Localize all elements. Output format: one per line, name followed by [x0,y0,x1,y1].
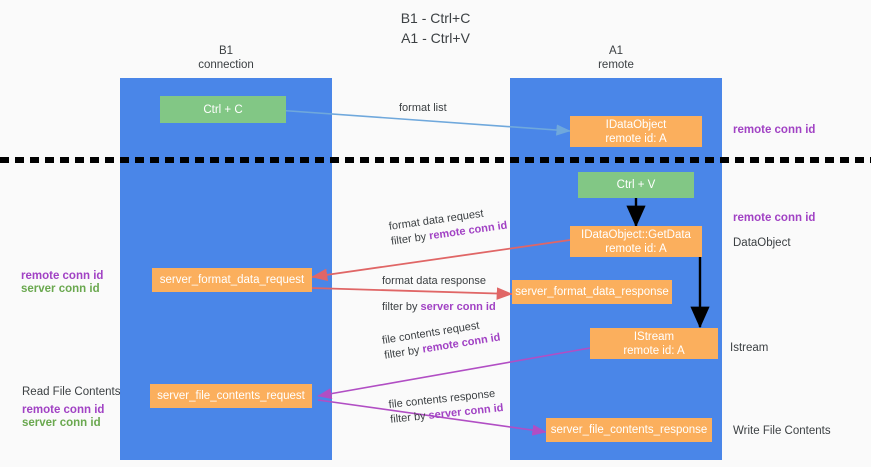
divider-dashed-line [0,157,871,163]
annotation-left-server-conn-id: server conn id [21,283,100,295]
annotation-read-file-contents: Read File Contents [22,386,121,398]
node-server-file-contents-response[interactable]: server_file_contents_response [546,418,712,442]
annotation-left-remote-conn-id: remote conn id [21,270,104,282]
filter-prefix: filter by [389,409,430,426]
annotation-dataobject: DataObject [733,237,791,249]
filter-value-server-conn-id: server conn id [420,301,496,313]
annotation-left-remote-conn-id-2: remote conn id [22,404,105,416]
node-server-format-data-response[interactable]: server_format_data_response [512,280,672,304]
node-istream[interactable]: IStream remote id: A [590,328,718,359]
edge-label-format-data-response: format data response filter by server co… [382,274,496,315]
arrow-file-contents-request [317,347,591,400]
node-idataobject-getdata[interactable]: IDataObject::GetData remote id: A [570,226,702,257]
annotation-left-server-conn-id-2: server conn id [22,417,101,429]
lane-title-b1: B1 connection [198,45,254,71]
node-ctrl-v[interactable]: Ctrl + V [578,172,694,198]
arrow-format-data-request [311,239,571,282]
node-server-file-contents-request[interactable]: server_file_contents_request [150,384,312,408]
page-title: B1 - Ctrl+C A1 - Ctrl+V [400,10,471,46]
node-server-format-data-request[interactable]: server_format_data_request [152,268,312,292]
filter-prefix: filter by [390,230,431,248]
edge-label-format-data-response-title: format data response [382,275,486,287]
edge-label-format-data-response-filter: filter by server conn id [382,300,496,315]
edge-label-format-list: format list [399,102,447,114]
node-idataobject[interactable]: IDataObject remote id: A [570,116,702,147]
annotation-istream: Istream [730,342,769,354]
filter-prefix: filter by [382,301,421,313]
annotation-write-file-contents: Write File Contents [733,425,831,437]
arrow-file-contents-response [317,399,547,436]
arrow-format-data-response [311,287,513,300]
node-ctrl-c[interactable]: Ctrl + C [160,96,286,123]
annotation-remote-conn-id-top: remote conn id [733,124,816,136]
arrow-format-list [275,109,571,136]
annotation-remote-conn-id-mid: remote conn id [733,212,816,224]
lane-title-a1: A1 remote [598,45,634,71]
